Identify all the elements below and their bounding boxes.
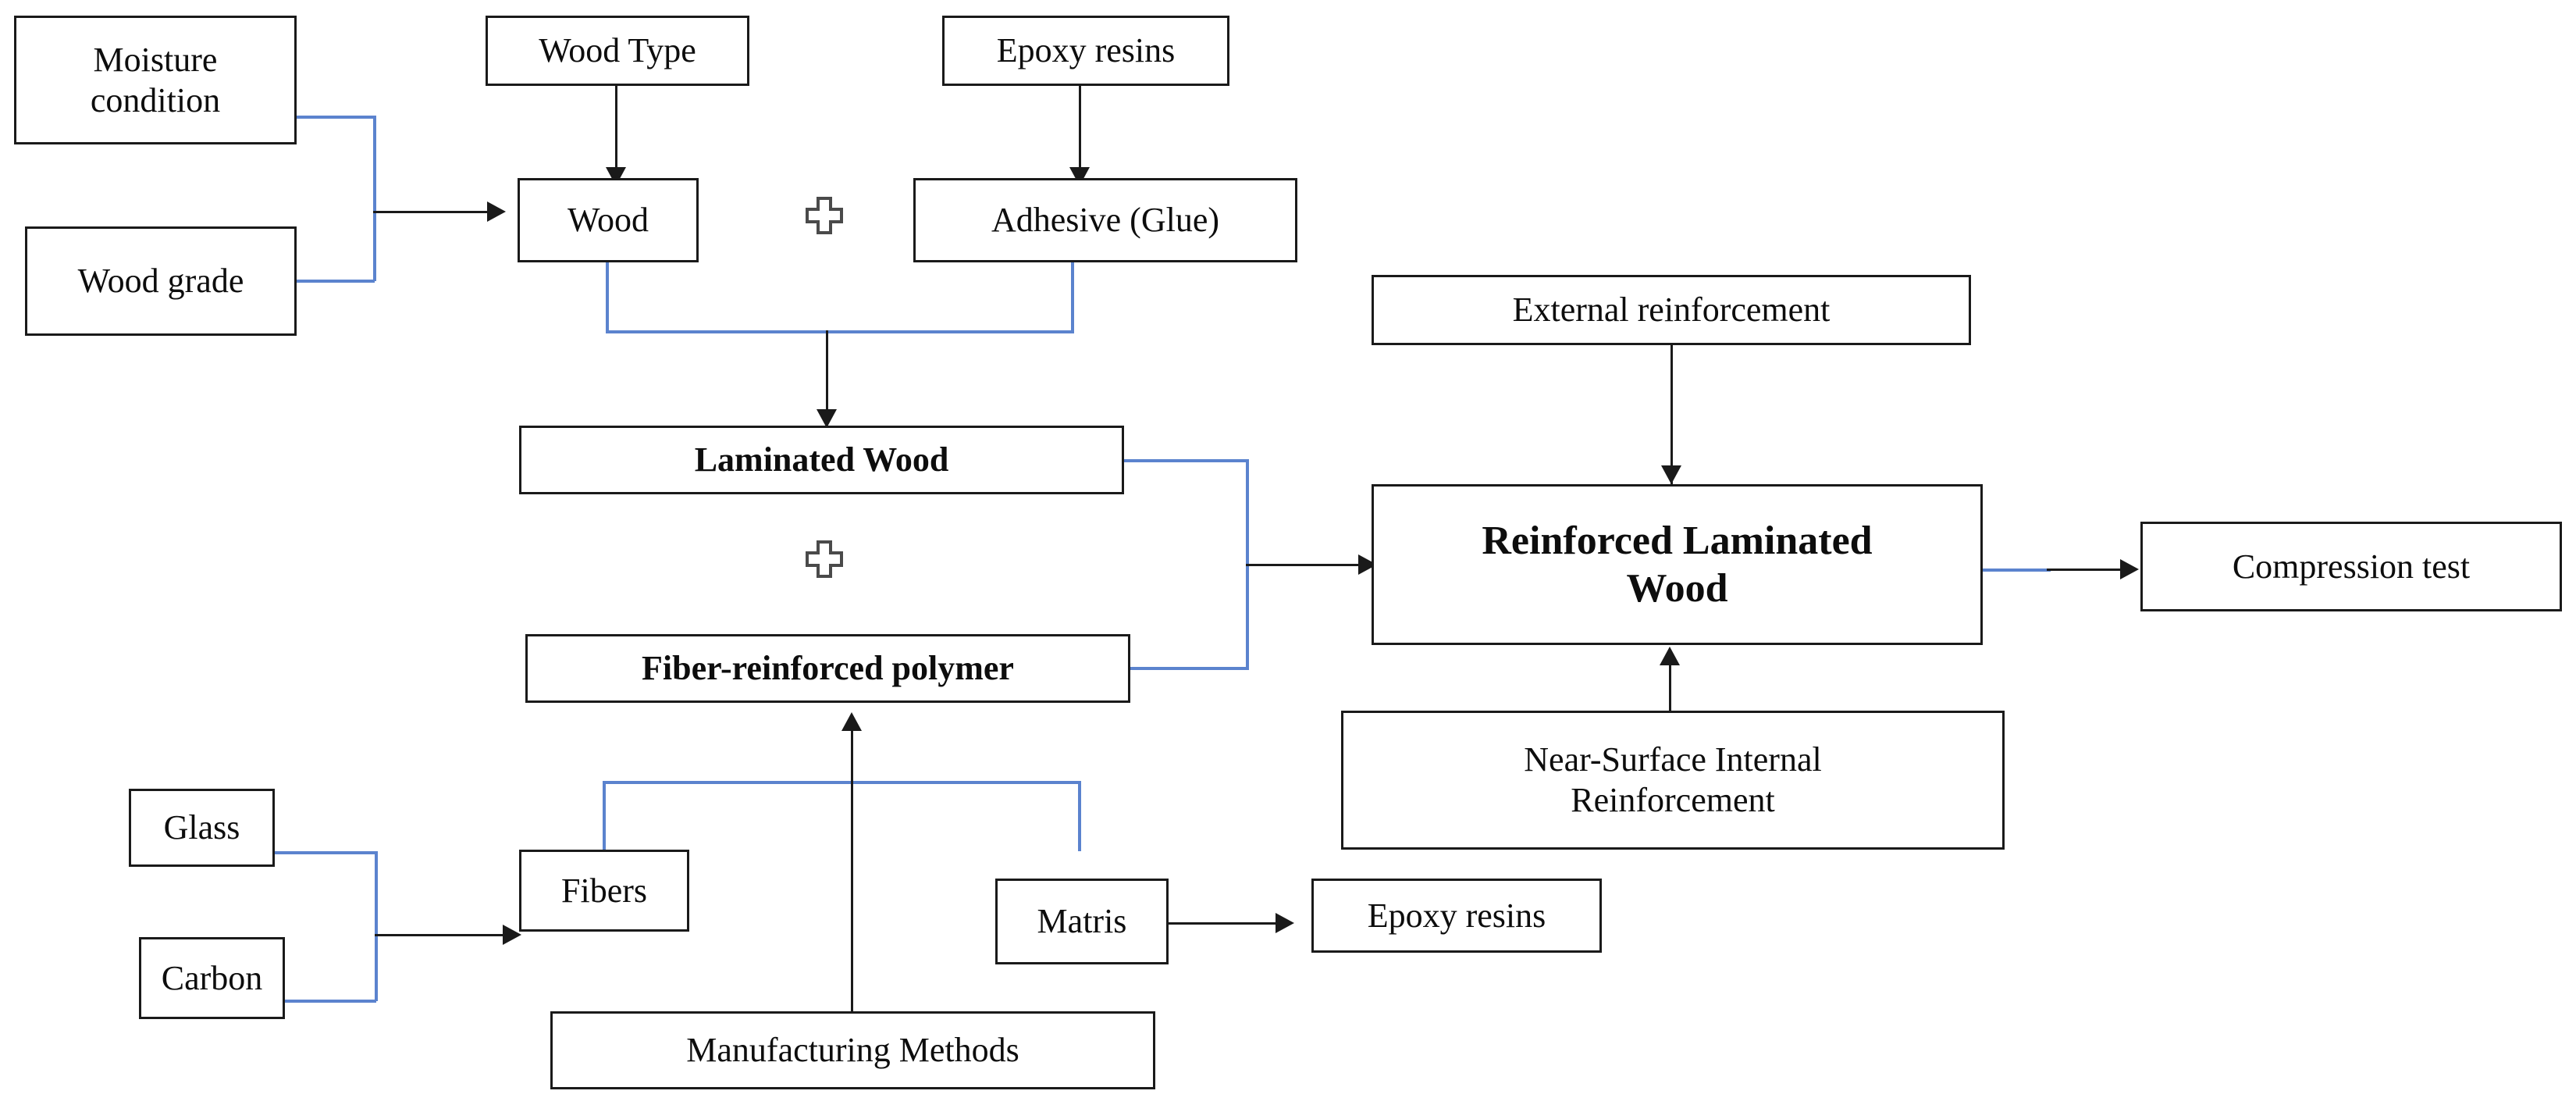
node-fibers[interactable]: Fibers — [519, 850, 689, 932]
plus-icon-laminated-frp — [804, 539, 845, 579]
node-epoxy-resins-top[interactable]: Epoxy resins — [942, 16, 1229, 86]
node-compression-test[interactable]: Compression test — [2140, 522, 2562, 611]
node-adhesive-glue[interactable]: Adhesive (Glue) — [913, 178, 1297, 262]
connector-fibers-up — [603, 781, 606, 853]
connector-bracket-to-laminated — [826, 330, 828, 416]
connector-matris-to-epoxybottom — [1163, 922, 1280, 925]
connector-nsir-to-rlw — [1669, 661, 1671, 723]
node-reinforced-laminated-wood[interactable]: Reinforced Laminated Wood — [1372, 484, 1983, 645]
arrowhead-nsir-to-rlw — [1660, 647, 1680, 665]
plus-icon-wood-adhesive — [804, 195, 845, 236]
node-external-reinforcement[interactable]: External reinforcement — [1372, 275, 1971, 345]
connector-manufacturing-to-frp — [851, 726, 853, 1015]
arrowhead-junction-to-fibers — [503, 925, 521, 945]
connector-woodtype-to-wood — [615, 86, 617, 172]
arrowhead-bracket-to-laminated — [817, 409, 837, 428]
connector-junction-to-wood — [373, 211, 490, 213]
connector-adhesive-down — [1071, 262, 1074, 332]
node-matris[interactable]: Matris — [995, 879, 1169, 964]
connector-wood-inputs-bracket — [373, 116, 376, 281]
node-near-surface-internal-reinforcement[interactable]: Near-Surface Internal Reinforcement — [1341, 711, 2005, 850]
connector-matris-up — [1078, 781, 1081, 851]
connector-laminated-right — [1124, 459, 1249, 462]
node-fiber-reinforced-polymer[interactable]: Fiber-reinforced polymer — [525, 634, 1130, 703]
connector-wood-down — [606, 262, 609, 332]
arrowhead-external-to-rlw — [1661, 465, 1681, 484]
connector-rlw-to-compression-stub — [1980, 569, 2051, 572]
arrowhead-manufacturing-to-frp — [841, 712, 862, 731]
connector-fibers-matris-join — [603, 781, 1080, 784]
arrowhead-junction-to-wood — [487, 201, 506, 222]
arrowhead-rlw-to-compression — [2120, 559, 2139, 579]
node-carbon[interactable]: Carbon — [139, 937, 285, 1019]
connector-fiber-inputs-bracket — [375, 851, 378, 1001]
node-manufacturing-methods[interactable]: Manufacturing Methods — [550, 1011, 1155, 1089]
node-moisture-condition[interactable]: Moisture condition — [14, 16, 297, 144]
connector-glass-to-junction — [275, 851, 376, 854]
connector-carbon-to-junction — [275, 1000, 376, 1003]
node-laminated-wood[interactable]: Laminated Wood — [519, 426, 1124, 494]
arrowhead-matris-to-epoxybottom — [1276, 913, 1294, 933]
node-wood[interactable]: Wood — [518, 178, 699, 262]
connector-woodgrade-to-junction — [297, 280, 375, 283]
node-wood-grade[interactable]: Wood grade — [25, 226, 297, 336]
connector-rlw-to-compression — [2047, 569, 2125, 571]
connector-frp-right — [1130, 667, 1249, 670]
connector-wood-adhesive-join — [606, 330, 1074, 333]
connector-bracket-to-rlw — [1246, 564, 1363, 566]
connector-epoxytop-to-adhesive — [1079, 86, 1081, 172]
node-glass[interactable]: Glass — [129, 789, 275, 867]
connector-moisture-to-junction — [297, 116, 375, 119]
node-wood-type[interactable]: Wood Type — [486, 16, 749, 86]
connector-junction-to-fibers — [375, 934, 507, 936]
node-epoxy-resins-bottom[interactable]: Epoxy resins — [1311, 879, 1602, 953]
connector-external-to-rlw — [1670, 345, 1673, 486]
